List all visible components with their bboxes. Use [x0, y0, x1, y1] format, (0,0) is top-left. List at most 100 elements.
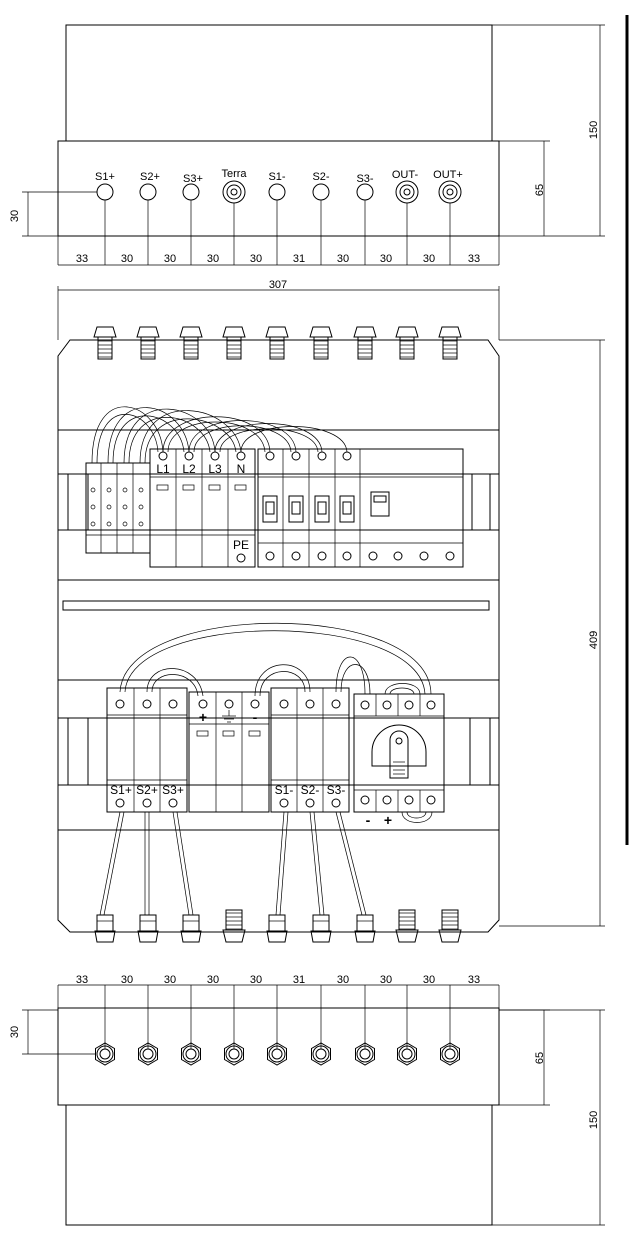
terminal-block	[85, 462, 151, 554]
dc-fuse-positive: S1+ S2+ S3+	[106, 687, 188, 813]
cable-gland	[353, 326, 377, 360]
front-view: 307 409	[57, 15, 629, 943]
dc-spd: + -	[188, 691, 270, 813]
terminal-screw	[122, 504, 128, 510]
terminal-screw	[106, 521, 112, 527]
gland-label: S3-	[356, 173, 373, 185]
gland-s2-minus: S2-	[312, 171, 330, 265]
cable-gland	[179, 326, 203, 360]
ac-spd-label: L2	[182, 462, 196, 476]
top-spacing-dimensions: 33 30 30 30 30 31 30 30 30 33	[58, 253, 499, 266]
terminal-screw	[90, 504, 96, 510]
gland-terra: Terra	[221, 168, 247, 265]
gland-label: OUT-	[392, 169, 419, 181]
top-view: S1+ S2+ S3+ Terra S1-	[9, 24, 605, 266]
gland-label: Terra	[221, 168, 247, 180]
ac-spd-label: L3	[208, 462, 222, 476]
dc-fuse-negative: S1- S2- S3-	[270, 687, 350, 813]
bottom-spacing-dimensions: 33 30 30 30 30 31 30 30 30 33	[76, 974, 480, 986]
dc-fuse-label: S1-	[275, 783, 294, 797]
dc-fuse-label: S3-	[327, 783, 346, 797]
spacing-dim: 30	[423, 253, 435, 265]
breaker-toggles	[262, 491, 390, 523]
gland-label: S2-	[312, 171, 329, 183]
terminal-screw	[138, 521, 144, 527]
cable-gland	[93, 326, 117, 360]
spacing-dim: 33	[468, 974, 480, 986]
offset-dim: 30	[9, 210, 21, 222]
ac-spd-pe-label: PE	[233, 538, 249, 552]
switch-label: +	[384, 812, 392, 828]
cable-gland	[224, 985, 244, 1066]
gland-label: S1+	[95, 171, 115, 183]
spacing-dim: 30	[380, 974, 392, 986]
height-dim: 150	[588, 121, 600, 139]
bottom-view: 33 30 30 30 30 31 30 30 30 33 30	[9, 974, 605, 1226]
spacing-dim: 30	[250, 253, 262, 265]
bottom-right-dimensions: 65 150	[492, 1009, 605, 1226]
top-right-dimensions: 65 150	[492, 24, 605, 237]
switch-label: -	[366, 812, 371, 828]
terminal-screw	[122, 487, 128, 493]
terminal-screw	[106, 504, 112, 510]
gland-s1-plus: S1+	[95, 171, 115, 265]
din-rails	[58, 429, 499, 831]
front-bottom-glands	[94, 909, 462, 943]
terminal-screw	[138, 504, 144, 510]
dc-fuse-label: S1+	[110, 783, 132, 797]
box-dim: 65	[534, 184, 546, 196]
cable-duct	[62, 600, 490, 611]
spacing-dim: 31	[293, 974, 305, 986]
ac-spd: L1 L2 L3 N PE	[149, 448, 256, 568]
cable-gland	[311, 985, 331, 1066]
dc-fuse-label: S2-	[301, 783, 320, 797]
spacing-dim: 30	[337, 253, 349, 265]
ac-spd-label: L1	[156, 462, 170, 476]
cable-gland	[265, 326, 289, 360]
cable-gland	[137, 914, 159, 943]
front-width-dimension: 307	[57, 279, 500, 340]
cable-gland	[354, 914, 376, 943]
spacing-dim: 30	[207, 253, 219, 265]
spacing-dim: 30	[337, 974, 349, 986]
cable-gland	[438, 909, 462, 943]
bottom-lid	[65, 1105, 493, 1226]
rotary-knob	[389, 730, 409, 779]
lower-wiring	[99, 622, 432, 916]
terminal-screw	[138, 487, 144, 493]
cable-gland	[266, 914, 288, 943]
gland-label: S1-	[268, 171, 285, 183]
bottom-box	[57, 1007, 500, 1106]
spacing-dim: 30	[164, 974, 176, 986]
bottom-view-glands	[95, 985, 460, 1066]
spacing-dim: 30	[423, 974, 435, 986]
top-box	[57, 140, 500, 237]
spacing-dim: 33	[76, 974, 88, 986]
cable-gland	[181, 985, 201, 1066]
dc-fuse-label: S3+	[162, 783, 184, 797]
gland-out-plus: OUT+	[433, 169, 463, 265]
gland-s1-minus: S1-	[268, 171, 286, 265]
cable-gland	[267, 985, 287, 1066]
ac-spd-label: N	[237, 462, 246, 476]
gland-label: OUT+	[433, 169, 463, 181]
gland-s3-plus: S3+	[182, 173, 203, 265]
cable-gland	[397, 985, 417, 1066]
spacing-dim: 30	[207, 974, 219, 986]
top-lid	[65, 24, 493, 141]
offset-dim: 30	[9, 1026, 21, 1038]
front-top-glands	[93, 326, 462, 360]
spacing-dim: 33	[468, 253, 480, 265]
gland-label: S3+	[183, 173, 203, 185]
front-height-dimension: 409	[499, 339, 605, 927]
terminal-screw	[122, 521, 128, 527]
spacing-dim: 30	[250, 974, 262, 986]
terminal-screw	[106, 487, 112, 493]
cable-gland	[95, 985, 115, 1066]
height-dim: 409	[588, 631, 600, 649]
cable-gland	[355, 985, 375, 1066]
cable-gland	[309, 326, 333, 360]
dc-fuse-label: S2+	[136, 783, 158, 797]
terminal-screw	[90, 487, 96, 493]
